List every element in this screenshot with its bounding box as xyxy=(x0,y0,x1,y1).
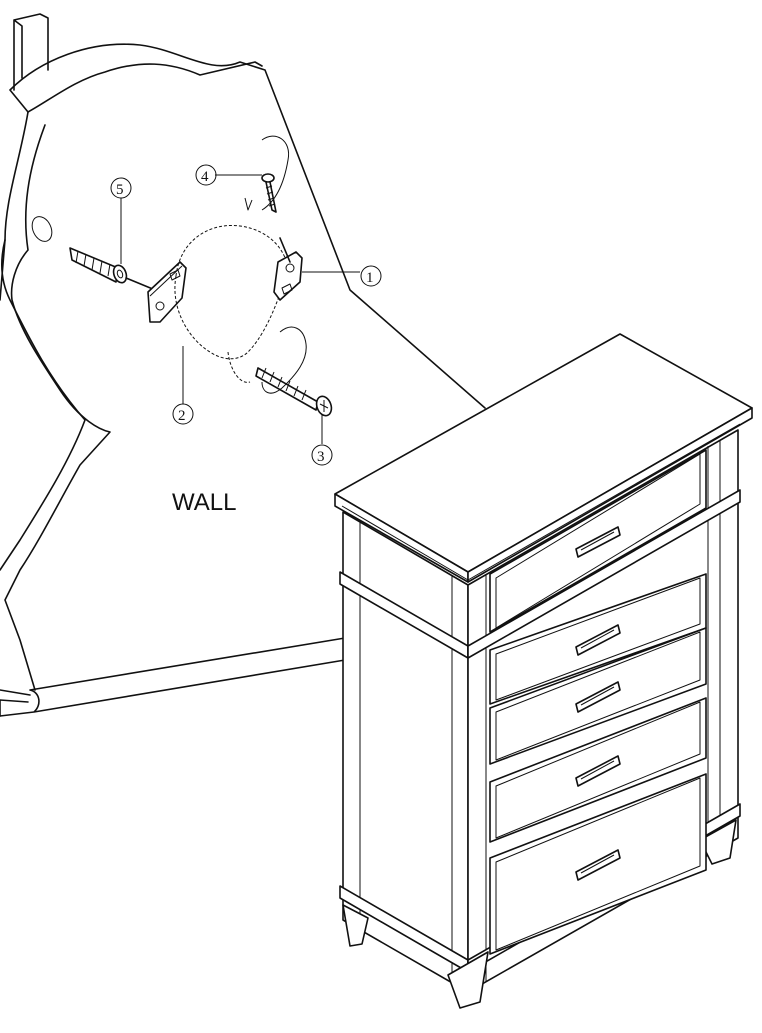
drawer-pull-groove xyxy=(580,531,615,551)
svg-text:5: 5 xyxy=(116,182,124,198)
svg-text:4: 4 xyxy=(201,169,209,185)
drawer-bevel xyxy=(495,701,701,839)
callout-1: 1 xyxy=(302,265,382,287)
callout-4: 4 xyxy=(195,164,262,186)
svg-text:3: 3 xyxy=(317,449,325,465)
short-screw xyxy=(244,135,290,213)
drawer-group xyxy=(489,449,707,955)
drawer-pull-groove xyxy=(580,629,615,649)
wall-outline xyxy=(0,13,486,717)
drawer-bevel xyxy=(495,453,701,629)
dresser-leg-front-right xyxy=(699,819,737,865)
safety-chain xyxy=(174,224,289,383)
drawer-pull-groove xyxy=(580,686,615,706)
drawer-bevel xyxy=(495,631,701,761)
wall-anchor xyxy=(31,216,161,293)
callout-5: 5 xyxy=(110,177,132,264)
drawer-pull-groove xyxy=(580,854,615,874)
furniture-bracket xyxy=(273,237,303,301)
drawer-bevel xyxy=(495,777,701,951)
svg-text:1: 1 xyxy=(366,270,374,286)
long-screw xyxy=(255,326,333,417)
wall-bracket xyxy=(147,261,187,323)
callout-2: 2 xyxy=(172,346,194,425)
wall-label: WALL xyxy=(172,489,236,516)
dresser-leg-back-left xyxy=(342,904,369,947)
drawer-pull-groove xyxy=(580,760,615,780)
dresser-leg-front-left xyxy=(447,951,489,1009)
drawer-bevel xyxy=(495,577,701,701)
callout-3: 3 xyxy=(311,414,333,466)
svg-text:2: 2 xyxy=(178,408,186,424)
